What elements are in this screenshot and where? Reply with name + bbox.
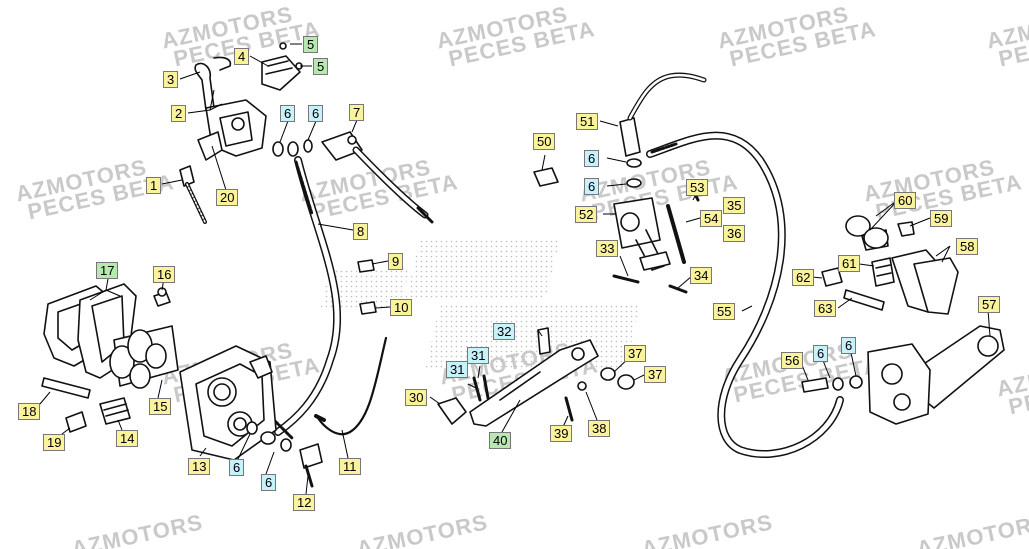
callout-34: 34 (690, 267, 713, 284)
banjo-bolt (299, 443, 323, 488)
callout-53: 53 (686, 179, 709, 196)
rear-pad-pin (843, 289, 885, 311)
callout-36: 36 (723, 225, 746, 242)
callout-63: 63 (814, 300, 837, 317)
callout-17: 17 (96, 262, 119, 279)
callout-51: 51 (576, 113, 599, 130)
callout-37: 37 (624, 345, 647, 362)
pedal-bolts (472, 374, 587, 422)
callout-3: 3 (163, 71, 179, 88)
bleed-screw (153, 287, 171, 307)
rear-brake-hose (646, 131, 844, 458)
reservoir-cap (261, 55, 301, 91)
callout-35: 35 (723, 197, 746, 214)
callout-61: 61 (838, 255, 861, 272)
callout-4: 4 (234, 48, 250, 65)
hose-section (352, 146, 434, 224)
callout-50: 50 (533, 133, 556, 150)
front-caliper (179, 345, 277, 461)
front-brake-hose (270, 156, 342, 440)
callout-31: 31 (446, 361, 469, 378)
callout-20: 20 (216, 189, 239, 206)
rear-pin-plug (821, 267, 843, 287)
callout-6: 6 (261, 474, 277, 491)
rear-master-cylinder (613, 197, 671, 271)
callout-19: 19 (43, 434, 66, 451)
callout-6: 6 (584, 150, 600, 167)
reservoir-plug (533, 167, 559, 187)
callout-5: 5 (303, 36, 319, 53)
callout-13: 13 (188, 458, 211, 475)
callout-57: 57 (978, 296, 1001, 313)
cotter-pin (612, 274, 688, 294)
rear-banjo-washers (626, 158, 642, 188)
pin-plug (65, 411, 87, 433)
pad-pin (41, 377, 91, 399)
pedal-tip (437, 397, 467, 425)
callout-6: 6 (280, 105, 296, 122)
rear-brake-pedal (469, 339, 599, 427)
callout-55: 55 (713, 303, 736, 320)
callout-32: 32 (493, 323, 516, 340)
callout-1: 1 (146, 177, 162, 194)
callout-6: 6 (584, 178, 600, 195)
hose-clamp (357, 259, 377, 315)
callout-15: 15 (149, 398, 172, 415)
rear-hose-fitting (619, 72, 707, 157)
callout-37: 37 (644, 366, 667, 383)
callout-40: 40 (489, 432, 512, 449)
callout-58: 58 (956, 238, 979, 255)
callout-14: 14 (116, 430, 139, 447)
callout-39: 39 (550, 425, 573, 442)
front-brake-lever (194, 56, 232, 111)
callout-31: 31 (467, 347, 490, 364)
pad-spring (99, 397, 131, 425)
callout-33: 33 (596, 240, 619, 257)
callout-54: 54 (700, 210, 723, 227)
callout-6: 6 (813, 345, 829, 362)
brake-pistons (109, 325, 179, 389)
callout-60: 60 (894, 192, 917, 209)
callout-9: 9 (388, 253, 404, 270)
front-master-cylinder (197, 99, 267, 161)
callout-30: 30 (405, 389, 428, 406)
callout-59: 59 (930, 210, 953, 227)
callout-62: 62 (792, 269, 815, 286)
callout-16: 16 (153, 266, 176, 283)
banjo-washers (272, 139, 313, 157)
callout-56: 56 (781, 352, 804, 369)
caliper-washers (246, 421, 292, 452)
speedometer-cable (314, 336, 388, 436)
rear-banjo-bolt (801, 375, 863, 393)
rear-brake-pads (891, 249, 959, 315)
callout-2: 2 (171, 105, 187, 122)
callout-8: 8 (353, 223, 369, 240)
callout-11: 11 (339, 458, 361, 475)
leader-lines (39, 43, 991, 495)
rear-pistons (845, 215, 889, 251)
callout-6: 6 (841, 337, 857, 354)
callout-52: 52 (575, 206, 598, 223)
rear-caliper (867, 343, 931, 425)
rear-bleed-screw (897, 221, 915, 237)
callout-6: 6 (308, 105, 324, 122)
hose-fitting (321, 131, 363, 161)
rear-pad-spring (871, 257, 895, 287)
callout-38: 38 (588, 420, 611, 437)
callout-10: 10 (390, 299, 413, 316)
callout-12: 12 (293, 494, 316, 511)
callout-7: 7 (349, 104, 365, 121)
pivot-bolt (179, 165, 207, 224)
callout-18: 18 (18, 403, 41, 420)
callout-6: 6 (229, 459, 245, 476)
pivot-bushings (600, 367, 635, 390)
callout-5: 5 (313, 58, 329, 75)
